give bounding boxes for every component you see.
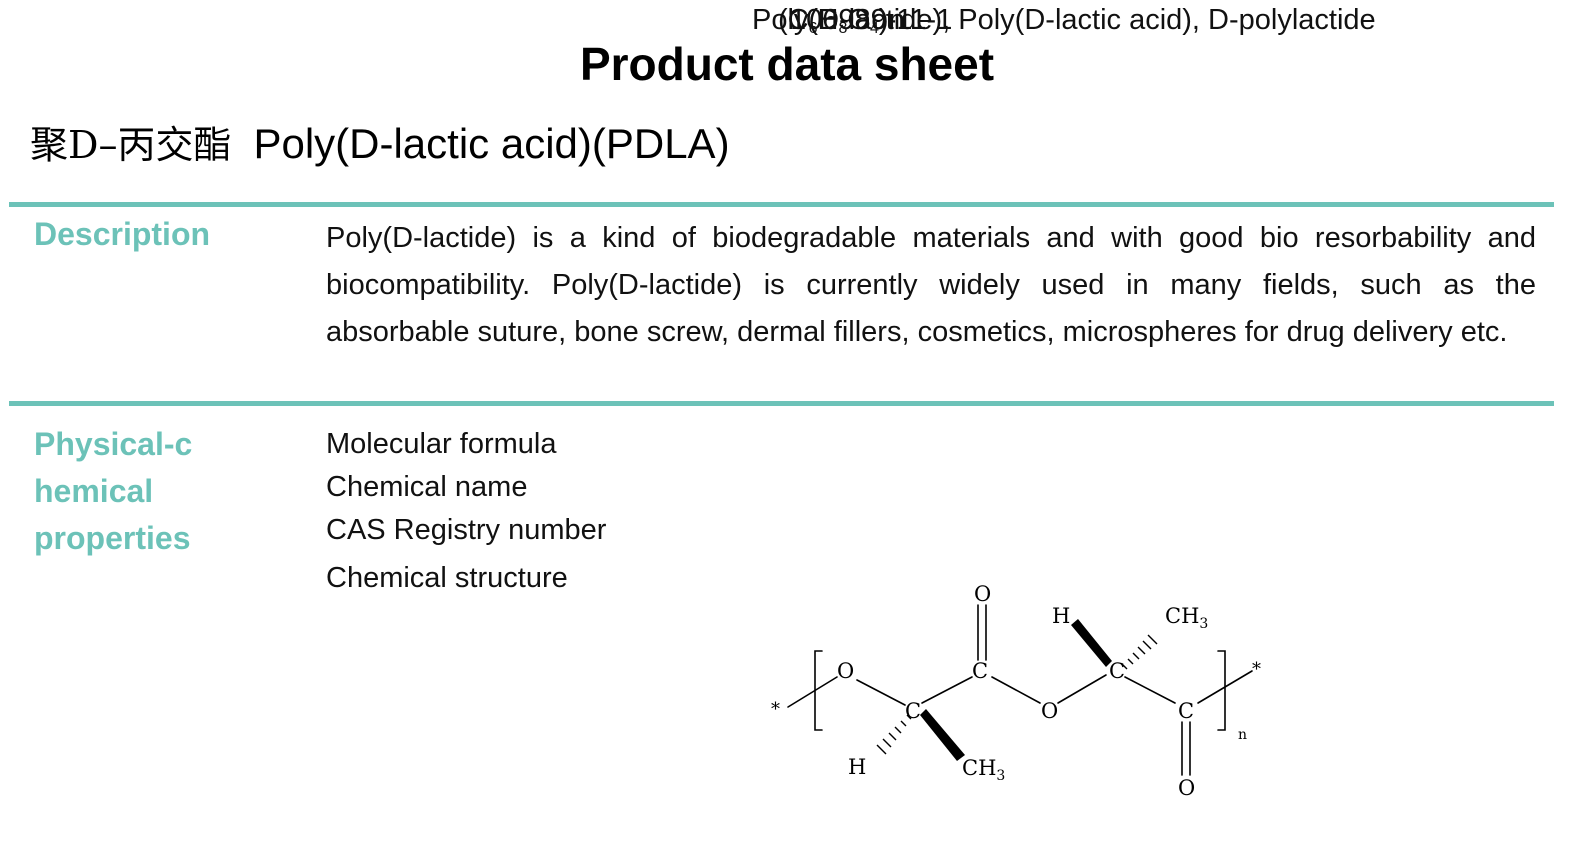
bond	[787, 676, 838, 708]
chemical-name-value: Poly(D-lactide), Poly(D-lactic acid), D-…	[752, 4, 1376, 36]
hash-bond	[1122, 664, 1128, 670]
methyl-subscript: 3	[996, 768, 1005, 784]
bond	[921, 676, 973, 704]
hash-bond	[906, 714, 912, 720]
product-name: 聚D–丙交酯 Poly(D-lactic acid)(PDLA)	[30, 118, 730, 171]
molecular-formula-value: (C6H8O4)n	[778, 0, 905, 40]
hash-bond	[1127, 658, 1134, 665]
molecular-formula-label: Molecular formula	[326, 428, 557, 460]
atom-oxygen: O	[1041, 699, 1058, 723]
cas-number-label: CAS Registry number	[326, 514, 607, 546]
atom-oxygen: O	[974, 582, 991, 606]
end-star: *	[771, 699, 780, 720]
page-title: Product data sheet	[579, 38, 995, 90]
wedge-bond	[920, 709, 965, 761]
atom-carbon: C	[1178, 699, 1194, 723]
hash-bond	[894, 726, 902, 734]
physical-chemical-label: Physical-c hemical properties	[34, 421, 224, 562]
description-label: Description	[34, 216, 211, 252]
formula-part: O	[847, 4, 870, 36]
hash-bond	[1142, 640, 1152, 650]
formula-subscript: 8	[838, 20, 848, 37]
product-name-english: Poly(D-lactic acid)(PDLA)	[253, 120, 730, 167]
methyl-group: CH3	[962, 756, 1005, 784]
bond	[1057, 674, 1107, 704]
label-line: hemical	[34, 473, 154, 509]
right-bracket	[1217, 650, 1226, 731]
methyl-subscript: 3	[1199, 616, 1208, 632]
product-name-chinese: 聚D–丙交酯	[30, 123, 232, 167]
formula-part: (C	[778, 4, 809, 36]
section-divider-middle	[9, 401, 1554, 406]
atom-carbon: C	[905, 699, 921, 723]
end-star: *	[1252, 659, 1261, 680]
bond	[991, 676, 1041, 704]
label-line: properties	[34, 520, 191, 556]
formula-subscript: 6	[808, 20, 818, 37]
bond	[856, 679, 906, 706]
atom-hydrogen: H	[1052, 604, 1070, 628]
atom-oxygen: O	[1178, 776, 1195, 800]
formula-subscript: 4	[869, 20, 879, 37]
wedge-bond	[1071, 619, 1112, 667]
methyl-label: CH	[962, 756, 996, 780]
section-divider-top	[9, 202, 1554, 207]
atom-carbon: C	[972, 659, 988, 683]
hash-bond	[1147, 634, 1158, 645]
chemical-structure-diagram: * O C H CH3 O C O H C CH3 C O * n	[771, 582, 1261, 800]
hash-bond	[882, 738, 892, 748]
atom-carbon: C	[1109, 659, 1125, 683]
hash-bond	[888, 732, 897, 741]
left-bracket	[814, 650, 823, 731]
atom-oxygen: O	[837, 659, 854, 683]
chemical-name-label: Chemical name	[326, 471, 528, 503]
methyl-group: CH3	[1165, 604, 1208, 632]
atom-hydrogen: H	[848, 755, 866, 779]
description-text: Poly(D-lactide) is a kind of biodegradab…	[326, 222, 1536, 348]
cas-number-value: 106989-11-1	[790, 4, 953, 36]
hash-bond	[900, 720, 907, 727]
formula-part: )n	[878, 4, 905, 36]
label-line: Physical-c	[34, 426, 193, 462]
hash-bond	[1132, 652, 1140, 660]
formula-part: H	[817, 4, 839, 36]
bond	[1124, 676, 1176, 704]
repeat-unit-n: n	[1238, 727, 1247, 743]
chemical-structure-label: Chemical structure	[326, 562, 568, 594]
methyl-label: CH	[1165, 604, 1199, 628]
hash-bond	[876, 744, 887, 755]
hash-bond	[1137, 646, 1146, 655]
